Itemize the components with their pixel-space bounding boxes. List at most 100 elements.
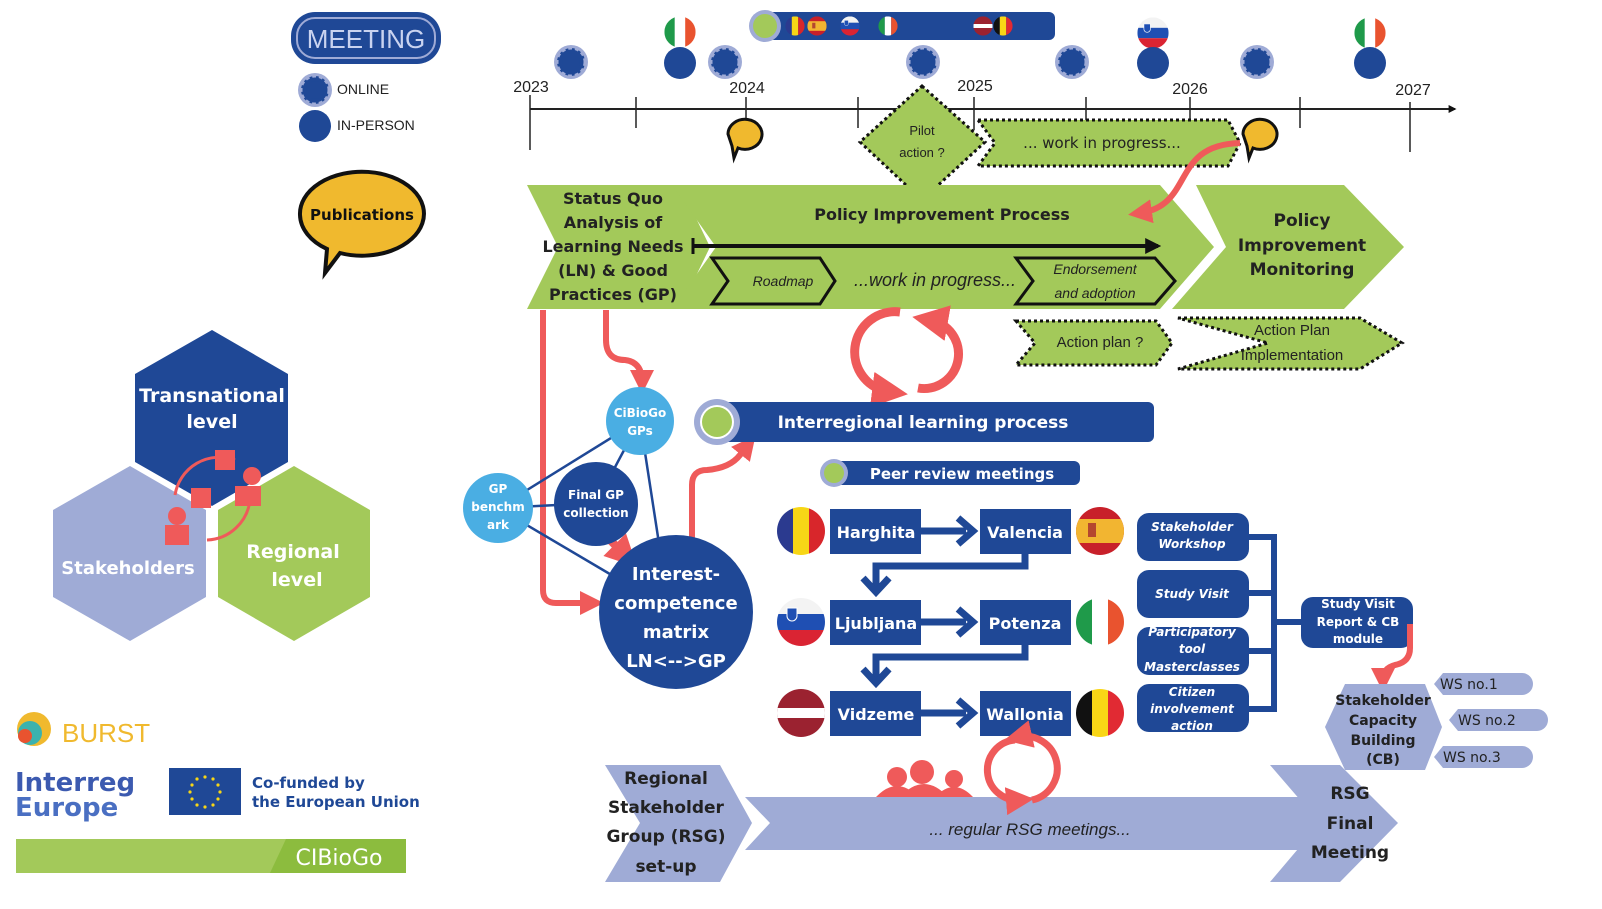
eu-stars-icon bbox=[188, 775, 222, 809]
capacity-label: (CB) bbox=[1366, 752, 1400, 768]
gp-benchmark-label: benchm bbox=[471, 500, 524, 514]
report-label: module bbox=[1333, 632, 1383, 646]
rsg-setup-label: Stakeholder bbox=[608, 798, 725, 818]
region-label: Potenza bbox=[989, 614, 1062, 633]
regional-hexagon bbox=[218, 466, 370, 641]
matrix-label: LN<-->GP bbox=[626, 651, 726, 672]
capacity-label: Building bbox=[1350, 733, 1415, 749]
year-label: 2024 bbox=[729, 80, 765, 97]
gp-benchmark-label: GP bbox=[489, 482, 508, 496]
activity-label: Masterclasses bbox=[1144, 660, 1240, 674]
rsg-final-label: Final bbox=[1327, 814, 1374, 834]
cibiogo-gps-label: GPs bbox=[627, 424, 653, 438]
region-label: Valencia bbox=[987, 523, 1063, 542]
pilot-action-label: action ? bbox=[899, 145, 945, 160]
monitoring-label: Policy bbox=[1274, 211, 1331, 231]
endorsement-chevron bbox=[1013, 256, 1177, 306]
endorsement-label: Endorsement bbox=[1053, 261, 1137, 277]
timeline: 2023 2024 2025 2026 2027 bbox=[513, 10, 1457, 160]
status-quo-label: Practices (GP) bbox=[549, 285, 677, 304]
matrix-label: Interest- bbox=[632, 564, 720, 585]
pilot-action-diamond bbox=[857, 83, 988, 203]
latvia-flag-icon bbox=[973, 16, 992, 35]
interreg-logo-text: Europe bbox=[15, 793, 118, 823]
wip-label: ...work in progress... bbox=[854, 270, 1016, 290]
peer-review-title: Peer review meetings bbox=[870, 465, 1054, 483]
workshop-label: WS no.1 bbox=[1440, 677, 1498, 693]
region-label: Harghita bbox=[837, 523, 916, 542]
workshop-label: WS no.3 bbox=[1443, 750, 1501, 766]
workshop-tag bbox=[1434, 746, 1533, 768]
activity-label: Stakeholder bbox=[1151, 520, 1234, 534]
italy-flag-icon bbox=[878, 16, 897, 35]
region-label: Vidzeme bbox=[838, 705, 915, 724]
activity-label: Workshop bbox=[1158, 537, 1226, 551]
burst-logo-text: BURST bbox=[62, 718, 150, 748]
spain-flag-icon bbox=[807, 16, 826, 35]
study-visit-report-box bbox=[1301, 597, 1413, 648]
italy-flag-icon bbox=[1076, 598, 1124, 646]
status-quo-label: Analysis of bbox=[564, 213, 664, 232]
interregional-title: Interregional learning process bbox=[778, 413, 1069, 433]
romania-flag-icon bbox=[785, 16, 804, 35]
activity-label: Citizen bbox=[1169, 685, 1215, 699]
meeting-legend: MEETING ONLINE IN-PERSON Publications bbox=[291, 12, 441, 280]
belgium-flag-icon bbox=[993, 16, 1012, 35]
interreg-logo-text: Interreg bbox=[15, 768, 135, 798]
slovenia-flag-icon bbox=[840, 16, 859, 35]
gp-benchmark-label: ark bbox=[487, 518, 510, 532]
status-quo-chevron bbox=[527, 185, 710, 309]
monitoring-label: Monitoring bbox=[1250, 260, 1355, 280]
capacity-label: Stakeholder bbox=[1335, 693, 1431, 709]
capacity-building-hexagon bbox=[1325, 684, 1442, 770]
rsg-final-label: Meeting bbox=[1311, 843, 1389, 863]
workshop-tag bbox=[1449, 709, 1548, 731]
peer-review-pair: Ljubljana Potenza bbox=[777, 598, 1124, 646]
rsg-final-label: RSG bbox=[1330, 784, 1369, 804]
rsg-setup-label: Regional bbox=[624, 769, 708, 789]
meeting-badge-label: MEETING bbox=[307, 24, 425, 54]
gp-network: CiBioGo GPs GP benchm ark Final GP colle… bbox=[463, 310, 756, 689]
action-plan-label: Action plan ? bbox=[1057, 334, 1144, 351]
meeting-badge bbox=[291, 12, 441, 64]
activity-box bbox=[1137, 570, 1249, 618]
cofunded-text: the European Union bbox=[252, 793, 420, 811]
cibiogo-gps-node bbox=[606, 387, 674, 455]
romania-flag-icon bbox=[777, 507, 825, 555]
action-plan-impl-label: Action Plan bbox=[1254, 322, 1330, 339]
online-meeting-icon bbox=[904, 43, 942, 81]
in-person-label: IN-PERSON bbox=[337, 117, 415, 133]
cibiogo-logo-text: CIBioGo bbox=[295, 846, 382, 871]
rsg-cycle-icon bbox=[983, 720, 1061, 816]
belgium-flag-icon bbox=[1076, 689, 1124, 737]
report-label: Study Visit bbox=[1321, 597, 1395, 611]
action-plan-impl-chevron bbox=[1177, 316, 1405, 371]
rsg-setup-label: Group (RSG) bbox=[606, 827, 725, 847]
action-plan-impl-label: Implementation bbox=[1241, 347, 1344, 364]
peer-review-pair: Harghita Valencia bbox=[777, 507, 1124, 555]
matrix-node bbox=[599, 535, 753, 689]
activity-label: tool bbox=[1179, 642, 1206, 656]
roadmap-chevron bbox=[709, 256, 837, 306]
monitoring-chevron bbox=[1172, 185, 1404, 309]
activity-box bbox=[1137, 513, 1249, 561]
rsg-setup-label: set-up bbox=[635, 857, 696, 877]
in-person-meeting-icon bbox=[664, 47, 696, 79]
publications-label: Publications bbox=[310, 206, 414, 224]
in-person-meeting-icon bbox=[1354, 47, 1386, 79]
final-gp-label: collection bbox=[563, 506, 628, 520]
activity-label: involvement bbox=[1150, 702, 1235, 716]
interregional-section: Interregional learning process Peer revi… bbox=[694, 399, 1548, 770]
final-gp-node bbox=[554, 462, 638, 546]
rsg-setup-chevron bbox=[605, 765, 752, 882]
logos: BURST Interreg Europe Co-funded by the E… bbox=[15, 712, 420, 873]
slovenia-flag-icon bbox=[1137, 17, 1168, 48]
activity-box bbox=[1137, 684, 1249, 732]
slovenia-flag-icon bbox=[777, 598, 825, 646]
transnational-label: level bbox=[186, 411, 237, 433]
status-quo-label: Learning Needs bbox=[542, 237, 683, 256]
activity-label: Participatory bbox=[1148, 625, 1237, 639]
capacity-label: Capacity bbox=[1349, 713, 1417, 729]
spain-flag-icon bbox=[1076, 507, 1124, 555]
